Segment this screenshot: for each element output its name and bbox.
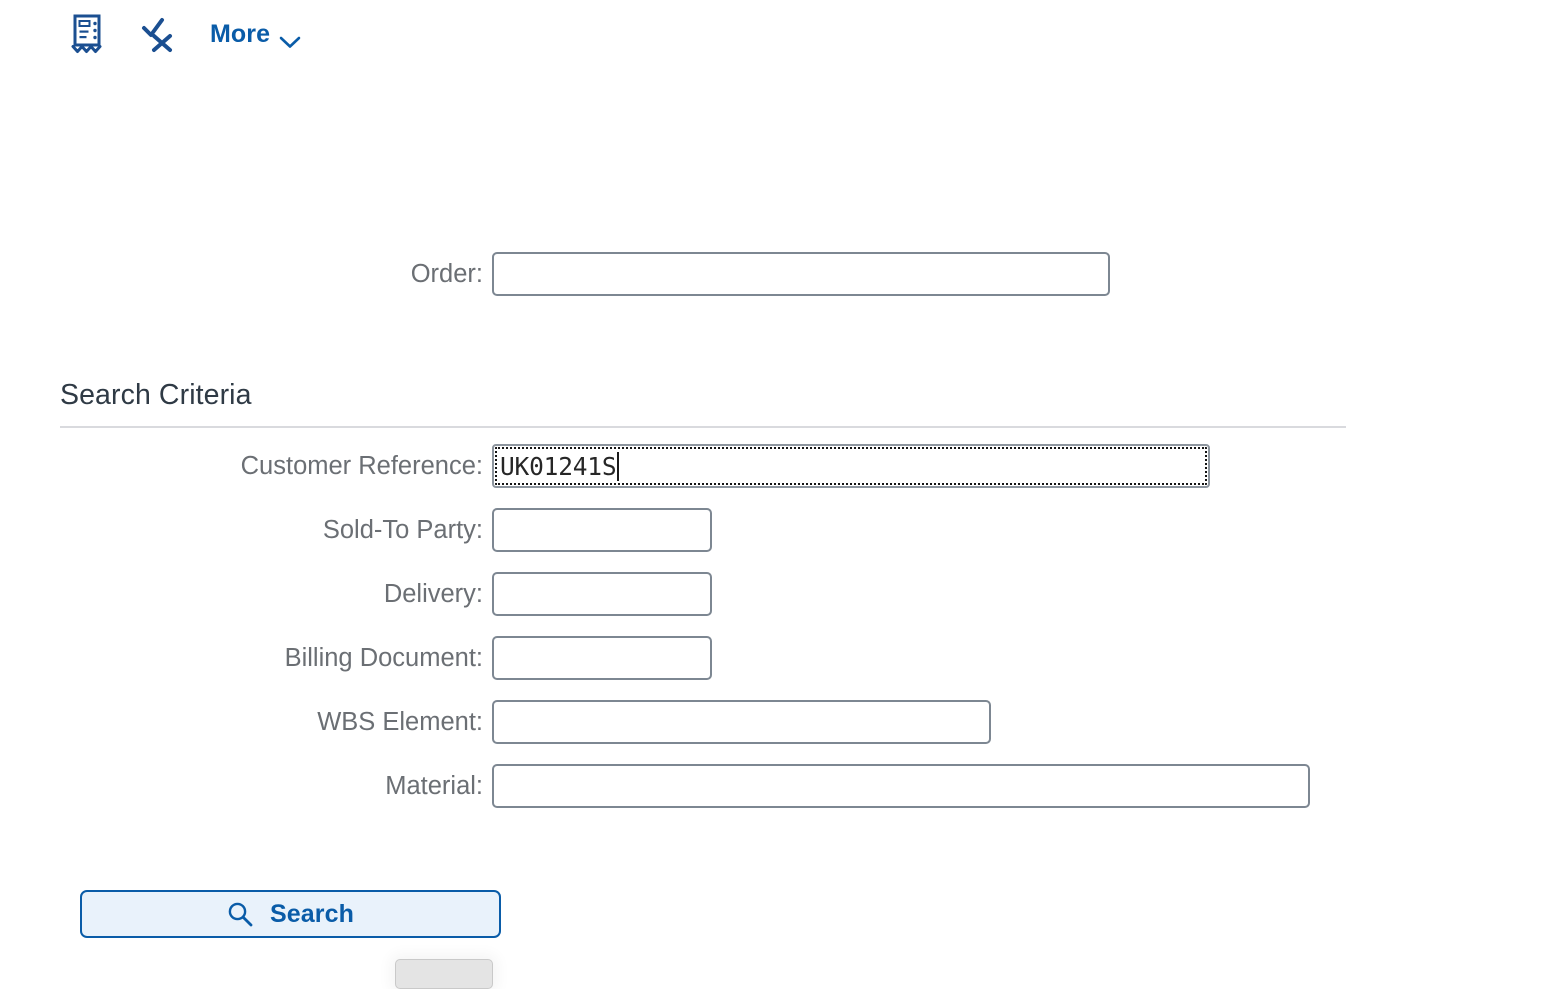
text-caret [617,451,620,481]
more-menu-label: More [210,19,271,48]
customer-reference-value: UK01241S [500,451,617,481]
search-button[interactable]: Search [80,890,501,938]
search-criteria-section: Search Criteria [60,378,1346,429]
sold-to-party-input[interactable] [492,508,712,552]
sold-to-party-row: Sold-To Party: [0,508,712,552]
customer-reference-label: Customer Reference: [240,451,483,480]
chevron-down-icon [279,27,301,48]
delivery-label: Delivery: [383,579,483,608]
billing-document-input[interactable] [492,636,712,680]
customer-reference-row: Customer Reference: UK01241S [0,444,1210,488]
delivery-input[interactable] [492,572,712,616]
wbs-element-label: WBS Element: [317,707,483,736]
billing-document-row: Billing Document: [0,636,712,680]
secondary-button-clipped[interactable] [395,959,493,989]
material-label: Material: [385,771,483,800]
wbs-element-input[interactable] [492,700,991,744]
more-menu-button[interactable]: More [210,20,301,49]
search-button-label: Search [270,899,354,928]
order-input[interactable] [492,252,1110,296]
order-label: Order: [410,259,483,288]
material-input[interactable] [492,764,1310,808]
search-icon [227,901,253,927]
billing-document-label: Billing Document: [284,643,483,672]
receipt-button[interactable] [66,12,136,56]
section-divider [60,426,1346,429]
wbs-element-row: WBS Element: [0,700,991,744]
check-cancel-icon [136,12,180,56]
toolbar: More [0,0,1562,68]
material-row: Material: [0,764,1310,808]
check-cancel-button[interactable] [136,12,210,56]
receipt-icon [66,12,108,56]
delivery-row: Delivery: [0,572,712,616]
section-title: Search Criteria [60,379,252,411]
customer-reference-input[interactable]: UK01241S [492,444,1210,488]
order-row: Order: [0,252,1110,296]
sold-to-party-label: Sold-To Party: [322,515,483,544]
